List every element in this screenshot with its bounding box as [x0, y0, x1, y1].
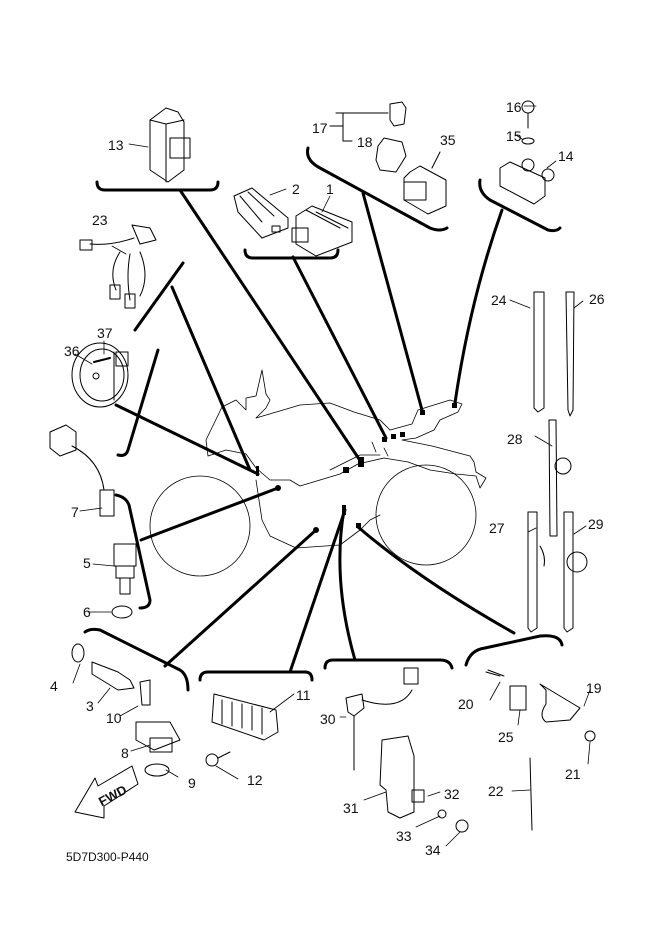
- callout-31: 31: [343, 800, 359, 816]
- callout-5: 5: [83, 555, 91, 571]
- callout-18: 18: [357, 134, 373, 150]
- cable-ties-drawing: [527, 291, 588, 633]
- part-19-25-drawing: [485, 669, 596, 831]
- callout-16: 16: [506, 99, 522, 115]
- group-brackets: [83, 146, 564, 692]
- callout-37: 37: [97, 325, 113, 341]
- mount-markers: [256, 403, 457, 533]
- part-5-drawing: [111, 543, 137, 619]
- leader-lines: [114, 188, 516, 674]
- part-2-drawing: [233, 187, 289, 239]
- callout-20: 20: [458, 696, 474, 712]
- callout-33: 33: [396, 828, 412, 844]
- callout-26: 26: [589, 291, 605, 307]
- part-30-34-drawing: [345, 667, 469, 833]
- callout-14: 14: [558, 148, 574, 164]
- callout-13: 13: [108, 137, 124, 153]
- rear-wheel: [375, 464, 477, 566]
- part-36-37-drawing: [71, 342, 129, 408]
- motorcycle-outline: [149, 369, 487, 577]
- callout-25: 25: [498, 729, 514, 745]
- callout-1: 1: [326, 181, 334, 197]
- callout-24: 24: [491, 292, 507, 308]
- callout-3: 3: [86, 698, 94, 714]
- part-23-drawing: [79, 224, 157, 309]
- callout-29: 29: [588, 516, 604, 532]
- part-14-16-drawing: [499, 100, 555, 205]
- callout-27: 27: [489, 520, 505, 536]
- callout-8: 8: [121, 745, 129, 761]
- label-leaders: [72, 105, 591, 847]
- part-11-12-drawing: [205, 693, 279, 767]
- callout-17: 17: [312, 120, 328, 136]
- callout-23: 23: [92, 212, 108, 228]
- callout-21: 21: [565, 766, 581, 782]
- part-7-drawing: [49, 424, 115, 517]
- part-17-18-drawing: [329, 101, 407, 173]
- callout-32: 32: [444, 786, 460, 802]
- part-13-drawing: [149, 107, 191, 183]
- reference-code: 5D7D300-P440: [66, 850, 149, 864]
- callout-22: 22: [488, 783, 504, 799]
- callout-6: 6: [83, 604, 91, 620]
- fwd-arrow-icon: [74, 765, 139, 819]
- callout-7: 7: [71, 504, 79, 520]
- callout-10: 10: [106, 710, 122, 726]
- front-wheel: [149, 475, 251, 577]
- callout-28: 28: [507, 431, 523, 447]
- callout-30: 30: [320, 711, 336, 727]
- callout-36: 36: [64, 343, 80, 359]
- callout-11: 11: [296, 687, 311, 703]
- callout-2: 2: [292, 181, 300, 197]
- callout-15: 15: [506, 128, 522, 144]
- callout-19: 19: [586, 680, 602, 696]
- callout-12: 12: [247, 772, 263, 788]
- callout-34: 34: [425, 842, 441, 858]
- part-35-drawing: [403, 151, 447, 215]
- callout-4: 4: [50, 678, 58, 694]
- callout-35: 35: [440, 132, 456, 148]
- callout-9: 9: [188, 775, 196, 791]
- part-1-drawing: [291, 205, 353, 257]
